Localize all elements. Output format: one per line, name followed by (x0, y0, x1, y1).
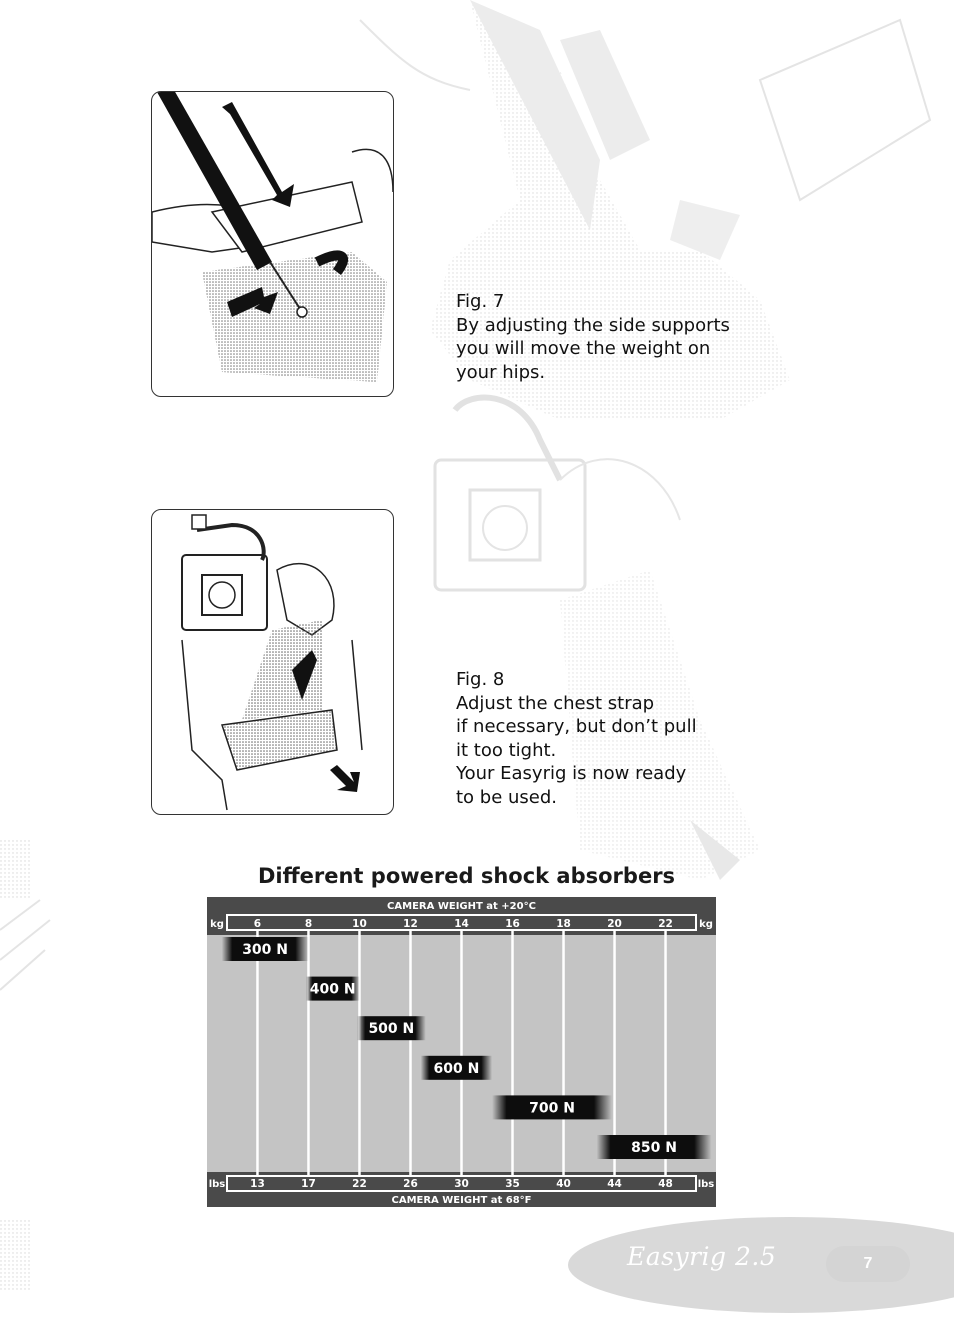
caption-line: your hips. (456, 361, 546, 383)
chart-bottom-title: CAMERA WEIGHT at 68°F (392, 1195, 532, 1206)
brand-logo: Easyrig 2.5 (627, 1242, 777, 1271)
lbs-tick-label: 22 (352, 1178, 367, 1190)
unit-label-kg-right: kg (699, 919, 713, 930)
caption-line: to be used. (456, 786, 558, 808)
absorber-bar (221, 937, 309, 961)
lbs-tick-label: 13 (250, 1178, 265, 1190)
lbs-tick-label: 40 (556, 1178, 571, 1190)
kg-tick-label: 8 (305, 918, 312, 930)
caption-line: By adjusting the side supports (456, 314, 730, 336)
figure-8-label: Fig. 8 (456, 669, 505, 690)
chart-footer-band (207, 1172, 716, 1207)
absorber-bar (420, 1055, 493, 1080)
page-number: 7 (826, 1246, 910, 1282)
lbs-tick-label: 30 (454, 1178, 469, 1190)
caption-line: you will move the weight on (456, 338, 711, 359)
absorber-label: 500 N (368, 1021, 414, 1037)
kg-tick-label: 20 (607, 918, 622, 930)
absorber-label: 400 N (310, 982, 356, 998)
section-title: Different powered shock absorbers (258, 864, 676, 888)
kg-tick-label: 6 (254, 918, 261, 930)
caption-line: Adjust the chest strap (456, 692, 655, 714)
unit-label-kg-left: kg (210, 919, 224, 930)
caption-line: it too tight. (456, 739, 557, 761)
figure-8-caption: Fig. 8 Adjust the chest strap if necessa… (456, 668, 697, 809)
absorber-bar (356, 1016, 426, 1041)
lbs-tick-label: 17 (301, 1178, 316, 1190)
chart-svg: CAMERA WEIGHT at +20°C CAMERA WEIGHT at 6… (207, 897, 716, 1207)
kg-tick-label: 14 (454, 918, 469, 930)
absorber-label: 300 N (242, 942, 288, 958)
lbs-tick-label: 44 (607, 1178, 622, 1190)
unit-label-lbs-right: lbs (698, 1179, 715, 1190)
caption-line: if necessary, but don’t pull (456, 716, 697, 737)
shock-absorber-chart: CAMERA WEIGHT at +20°C CAMERA WEIGHT at 6… (207, 897, 716, 1207)
unit-label-lbs-left: lbs (209, 1179, 226, 1190)
absorber-bar (305, 976, 360, 1001)
figure-7-illustration (151, 91, 394, 397)
figure-7-caption: Fig. 7 By adjusting the side supports yo… (456, 290, 730, 384)
lbs-tick-label: 48 (658, 1178, 673, 1190)
kg-tick-label: 10 (352, 918, 367, 930)
kg-tick-label: 12 (403, 918, 418, 930)
kg-tick-label: 22 (658, 918, 673, 930)
chart-top-title: CAMERA WEIGHT at +20°C (387, 901, 536, 912)
absorber-bar (492, 1095, 612, 1120)
lbs-tick-label: 35 (505, 1178, 520, 1190)
absorber-label: 850 N (631, 1140, 677, 1156)
caption-line: Your Easyrig is now ready (456, 763, 687, 784)
kg-tick-label: 16 (505, 918, 520, 930)
absorber-bar (596, 1135, 712, 1159)
absorber-label: 600 N (433, 1061, 479, 1077)
absorber-label: 700 N (529, 1100, 575, 1116)
kg-tick-label: 18 (556, 918, 571, 930)
lbs-tick-label: 26 (403, 1178, 418, 1190)
figure-8-illustration (151, 509, 394, 815)
figure-7-label: Fig. 7 (456, 291, 505, 312)
